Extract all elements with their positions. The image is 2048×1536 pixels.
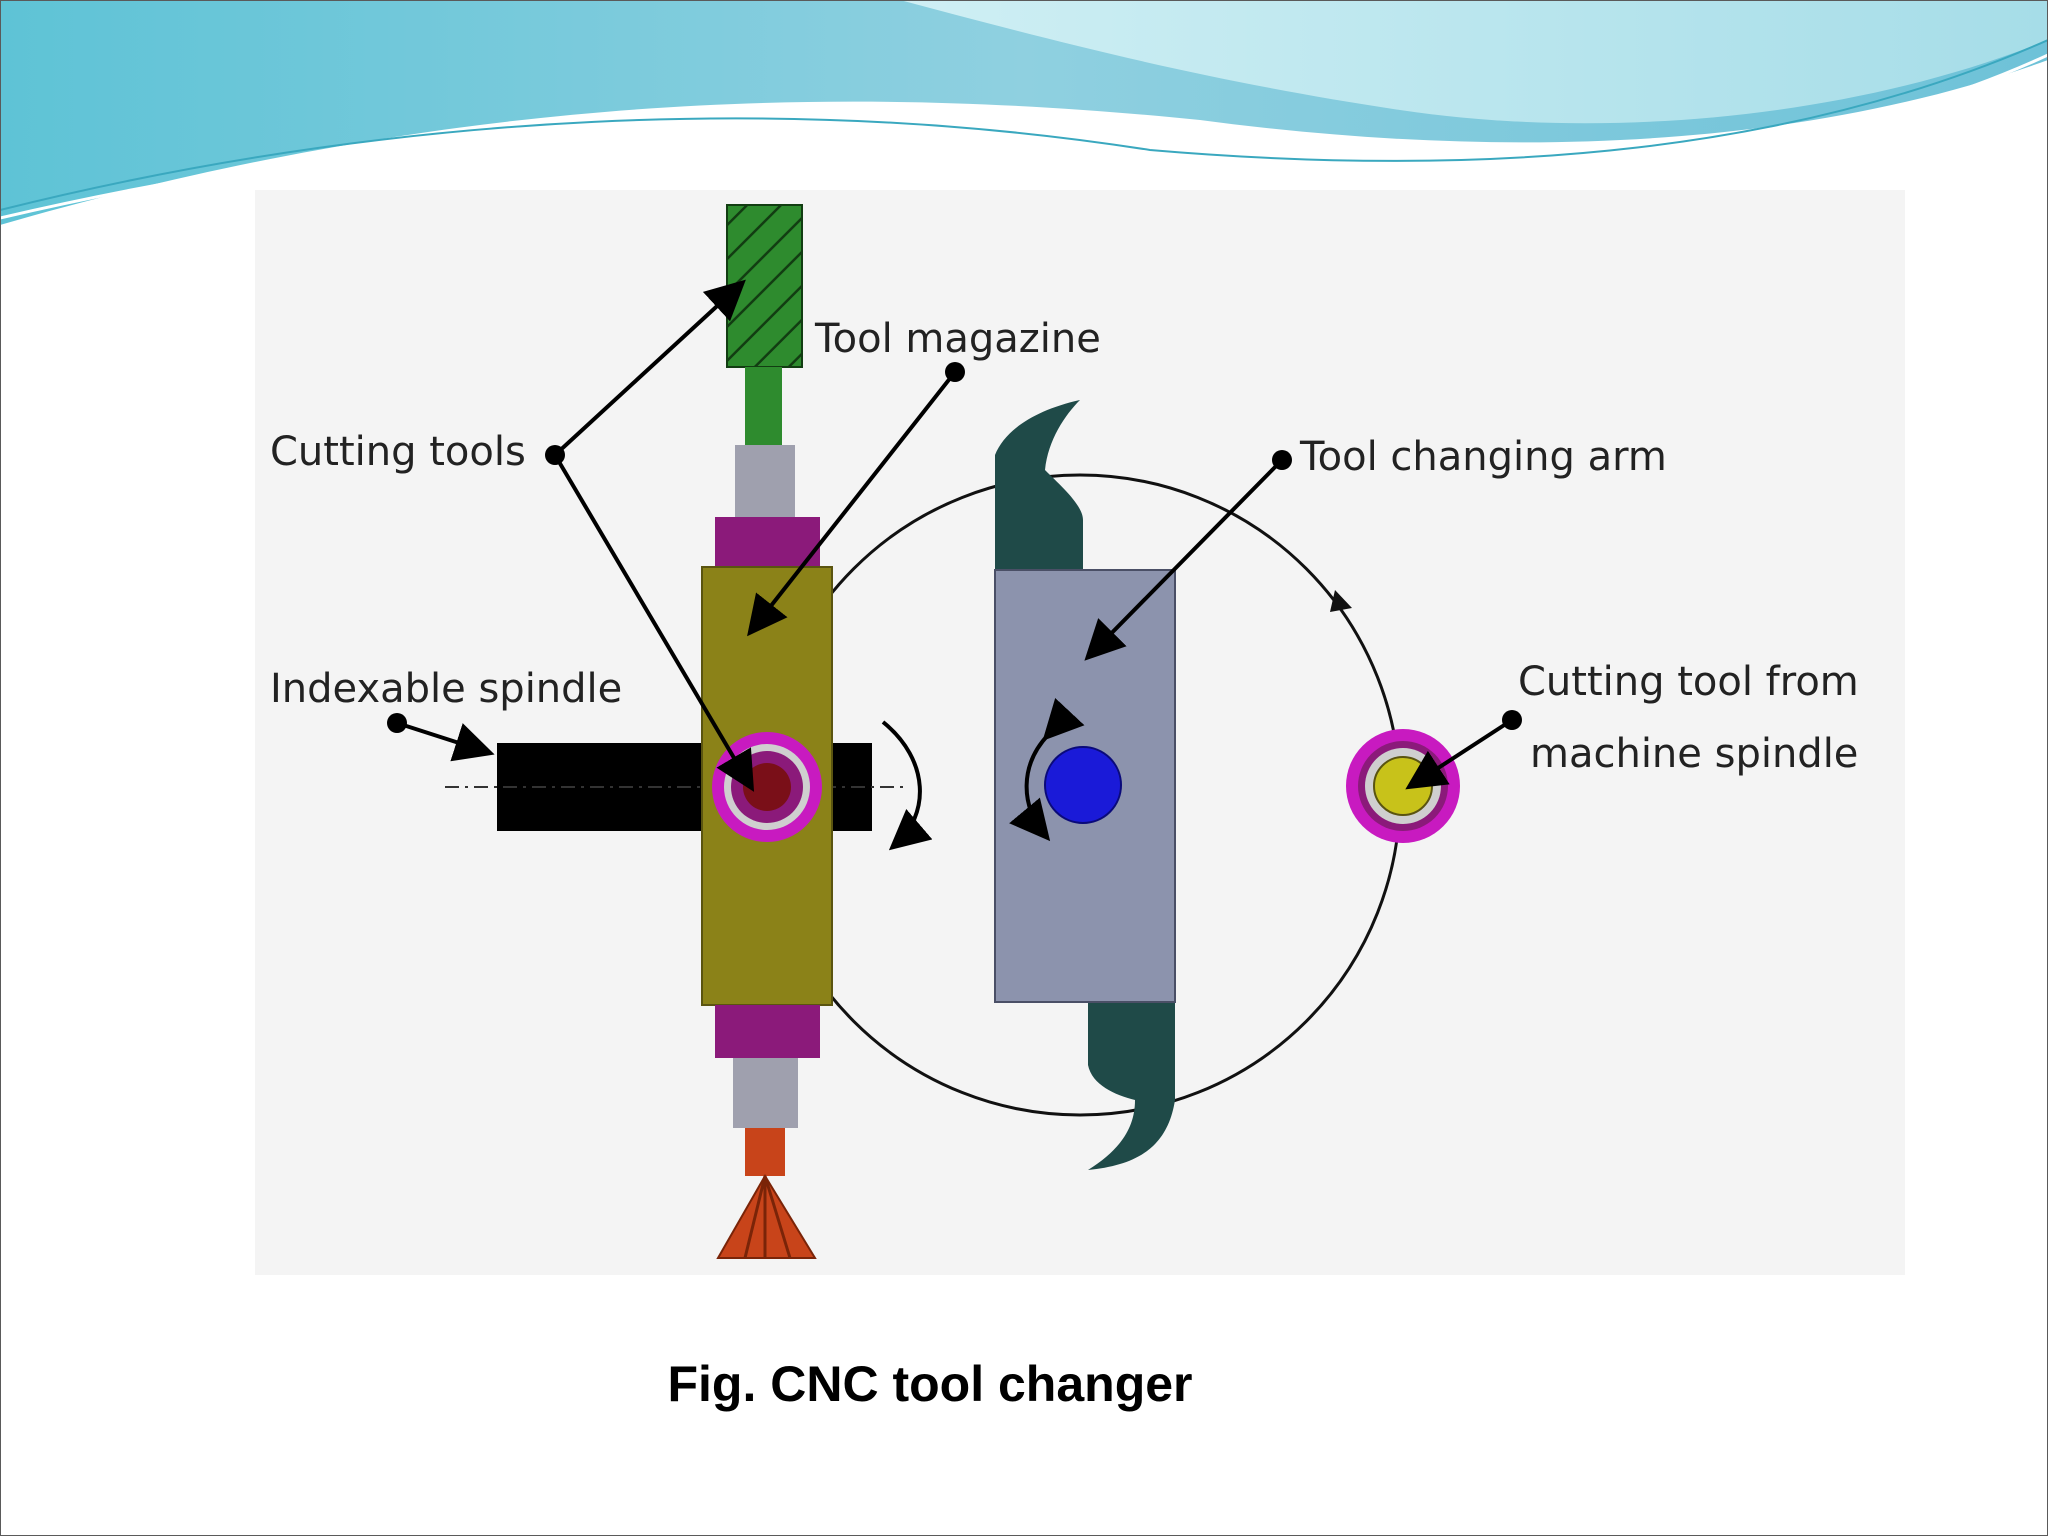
- label-indexable-spindle: Indexable spindle: [270, 666, 622, 712]
- label-cutting-tools: Cutting tools: [270, 429, 526, 475]
- figure-caption: Fig. CNC tool changer: [667, 1356, 1193, 1412]
- upper-gripper: [995, 400, 1083, 570]
- leader-lines: [396, 279, 1514, 792]
- spindle-rotation-arrow: [881, 720, 933, 851]
- tool-changer-diagram: Tool magazine Cutting tools Tool changin…: [270, 204, 1859, 1259]
- diagram-panel: Tool magazine Cutting tools Tool changin…: [255, 190, 1905, 1275]
- leader-dots: [387, 362, 1522, 733]
- lower-gripper: [1088, 1002, 1175, 1170]
- tool-shank-top: [745, 367, 782, 445]
- cutter-flutes: [743, 1175, 792, 1259]
- collar-bottom: [715, 1005, 820, 1058]
- arm-hub: [1044, 746, 1122, 824]
- rotation-arrow-head: [1330, 590, 1352, 612]
- label-tool-changing-arm: Tool changing arm: [1299, 434, 1667, 480]
- machine-spindle-tool: [1373, 756, 1433, 816]
- arm-rotation-arrow: [1009, 697, 1085, 842]
- label-tool-magazine: Tool magazine: [814, 316, 1101, 362]
- tool-shank-bottom: [745, 1128, 785, 1176]
- tool-holder-bottom: [733, 1058, 798, 1128]
- tool-holder-top: [735, 445, 795, 517]
- label-machine-spindle: machine spindle: [1530, 731, 1858, 777]
- magazine-pocket-tool: [743, 763, 791, 811]
- collar-top: [715, 517, 820, 567]
- label-cutting-tool-from: Cutting tool from: [1518, 659, 1859, 705]
- header-wave: [0, 0, 2048, 225]
